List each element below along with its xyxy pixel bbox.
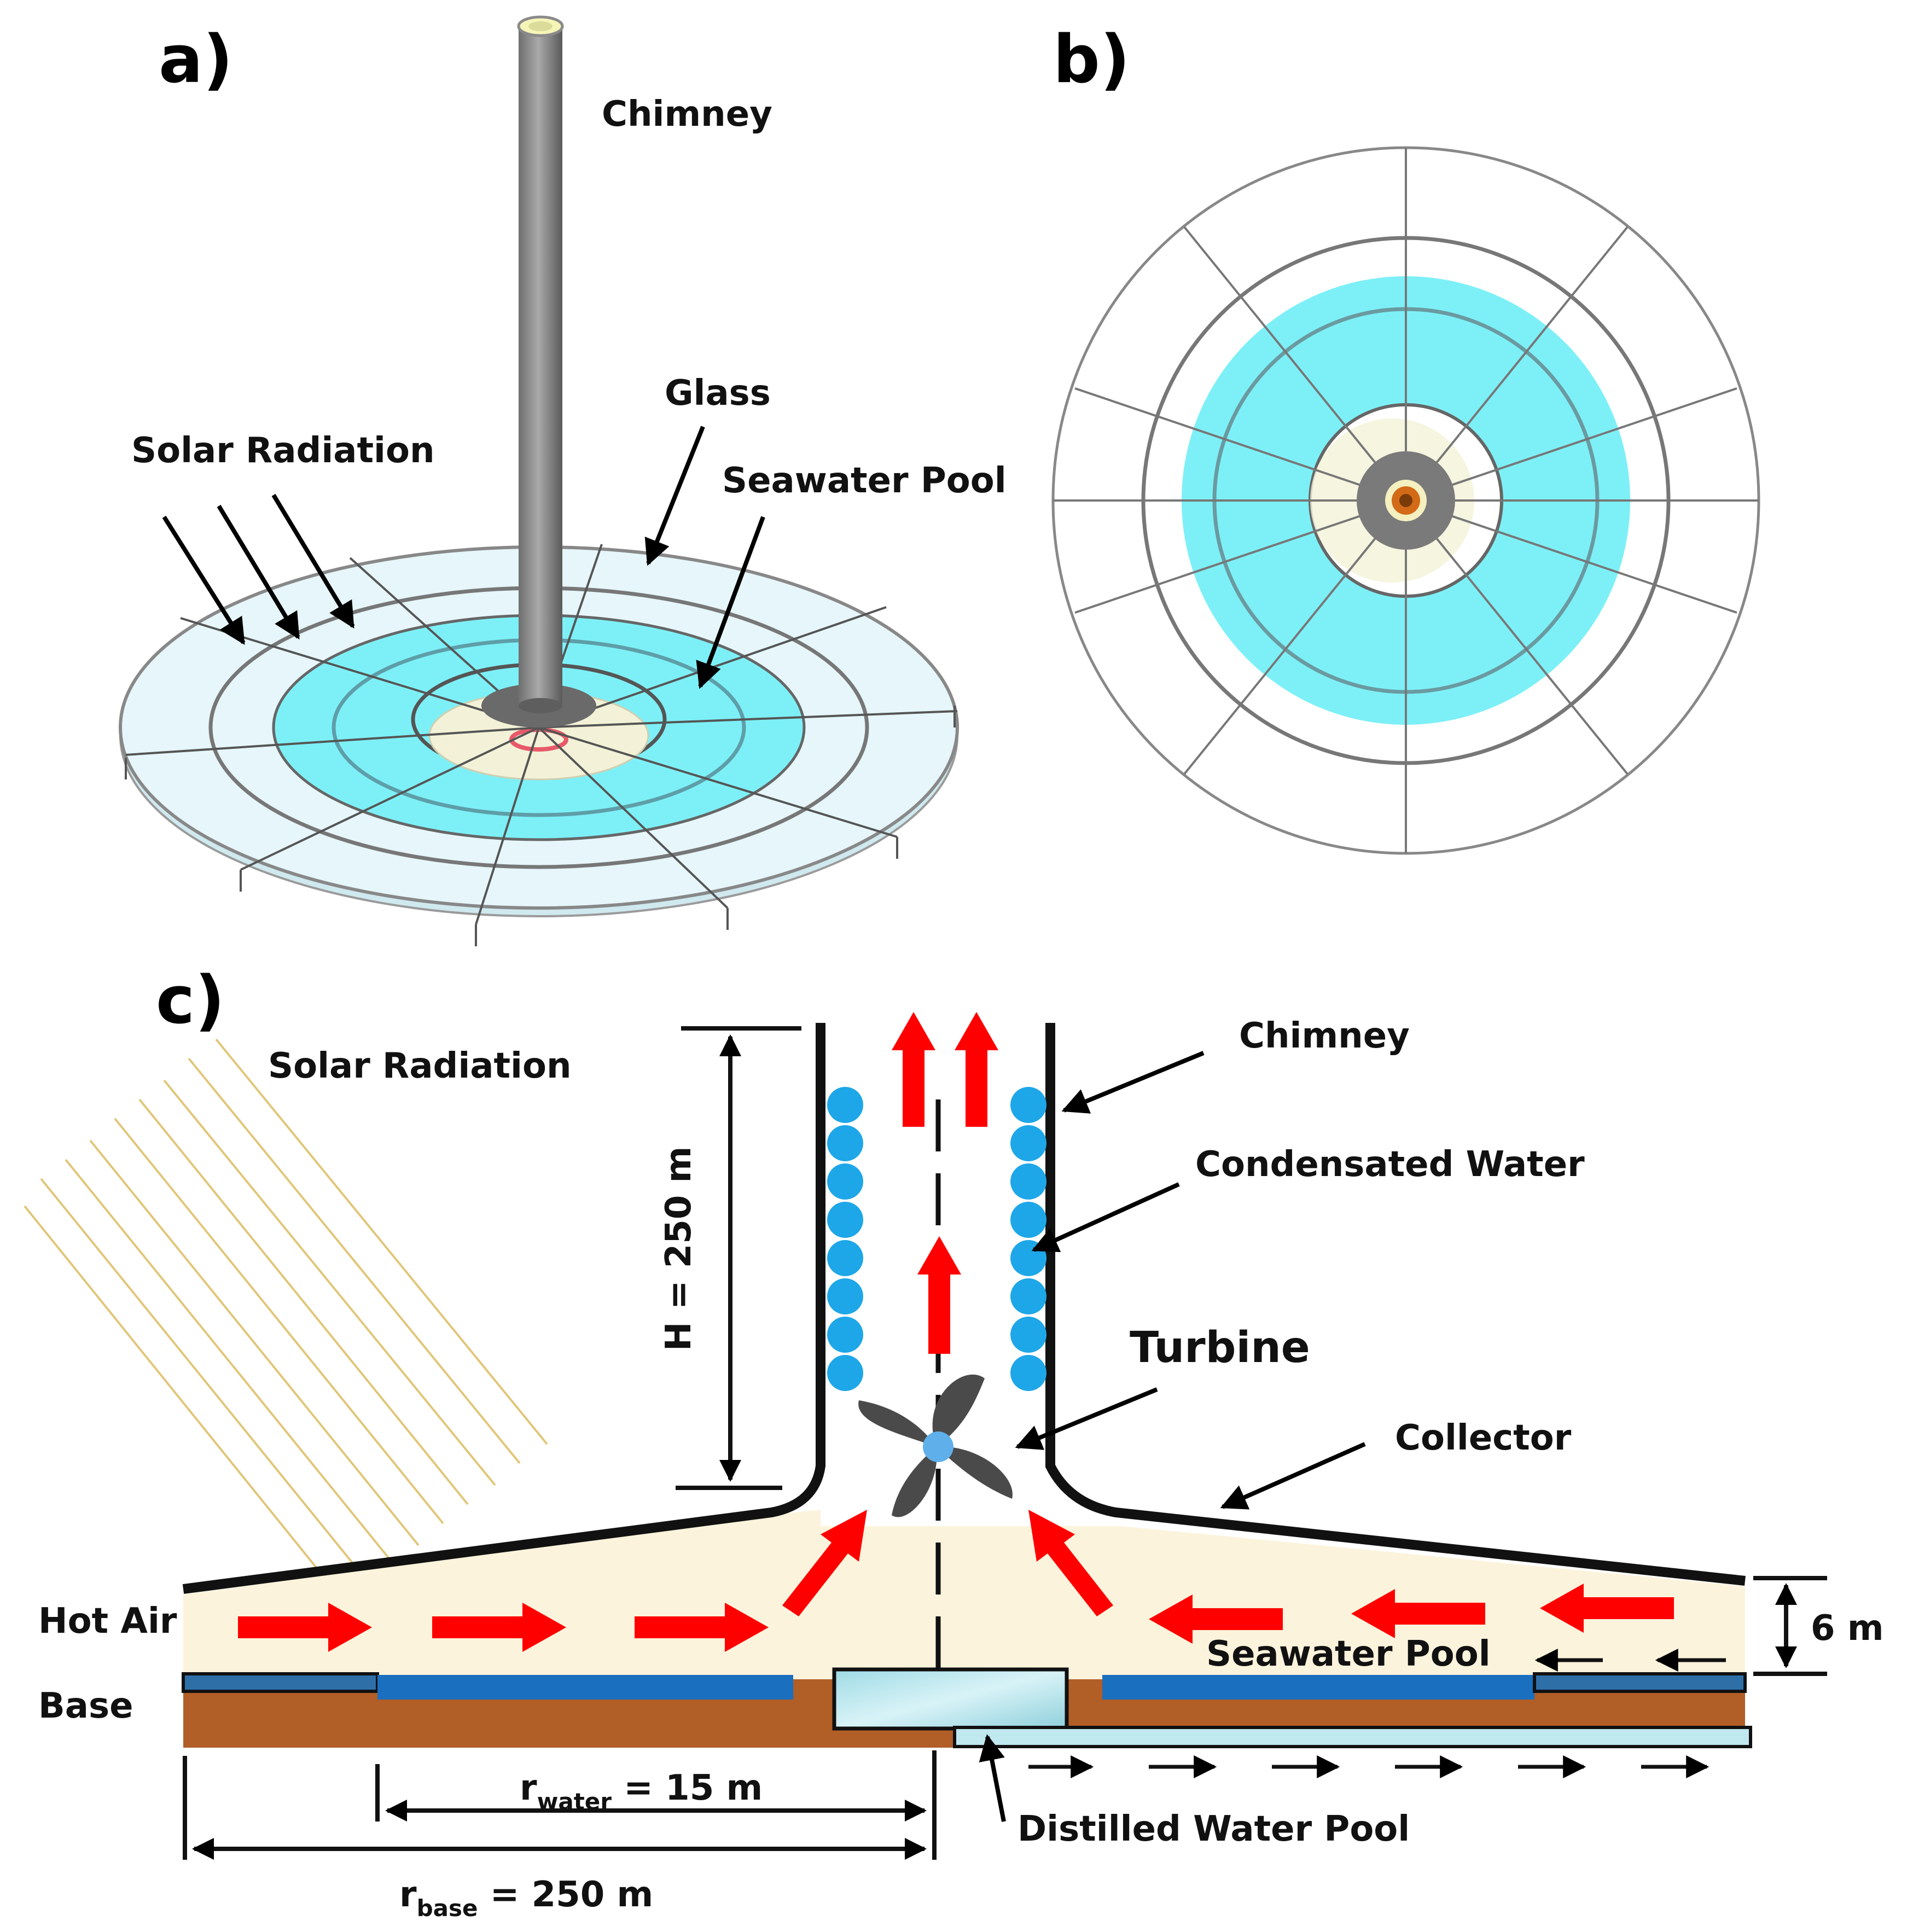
gap-dimension — [1753, 1576, 1827, 1676]
label-gap: 6 m — [1811, 1608, 1884, 1649]
panel-c-label: c) — [156, 963, 225, 1039]
radius-dimensions — [183, 1750, 937, 1860]
distilled-water-channel — [953, 1726, 1752, 1748]
seawater-channel-right — [1533, 1672, 1747, 1693]
label-turbine: Turbine — [1130, 1323, 1310, 1372]
label-seawater-pool-c: Seawater Pool — [1206, 1634, 1491, 1674]
label-chimney-c: Chimney — [1239, 1016, 1410, 1056]
seawater-channel-left — [182, 1672, 379, 1693]
label-chimney-a: Chimney — [602, 94, 772, 135]
condensed-droplets — [827, 1087, 1046, 1391]
pointer-arrows-c — [979, 1051, 1366, 1822]
panel-c: c) — [24, 963, 1884, 1922]
height-dimension — [676, 1026, 801, 1490]
top-view-collector — [1051, 146, 1760, 855]
collector-roof — [182, 1023, 1746, 1594]
label-r-water: rwater = 15 m — [520, 1768, 763, 1815]
label-solar-radiation-c: Solar Radiation — [268, 1046, 572, 1086]
panel-b: b) — [1051, 22, 1760, 855]
seawater-pool-right — [1102, 1675, 1534, 1700]
label-hot-air: Hot Air — [38, 1601, 177, 1642]
label-collector: Collector — [1395, 1418, 1572, 1458]
flow-arrows — [238, 1012, 1674, 1652]
hot-air-region — [183, 1510, 1745, 1679]
label-glass-a: Glass — [665, 373, 771, 414]
panel-b-label: b) — [1053, 22, 1130, 98]
label-base: Base — [38, 1686, 133, 1726]
sun-rays — [24, 1038, 548, 1604]
chimney-tower-3d — [517, 15, 564, 713]
label-r-base: rbase = 250 m — [399, 1875, 653, 1922]
distilled-water-pool — [832, 1667, 1069, 1731]
label-condensated-water: Condensated Water — [1195, 1144, 1585, 1185]
panel-a: a) — [119, 15, 1007, 946]
label-solar-radiation-a: Solar Radiation — [131, 430, 435, 471]
label-height: H = 250 m — [659, 1147, 699, 1351]
label-distilled-water-pool: Distilled Water Pool — [1017, 1809, 1410, 1849]
pointer-arrows-a — [162, 426, 765, 689]
label-seawater-pool-a: Seawater Pool — [722, 461, 1007, 501]
turbine-icon — [858, 1374, 1013, 1517]
panel-a-label: a) — [159, 22, 233, 98]
seawater-pool-left — [377, 1675, 793, 1700]
glass-collector-3d — [119, 544, 959, 946]
